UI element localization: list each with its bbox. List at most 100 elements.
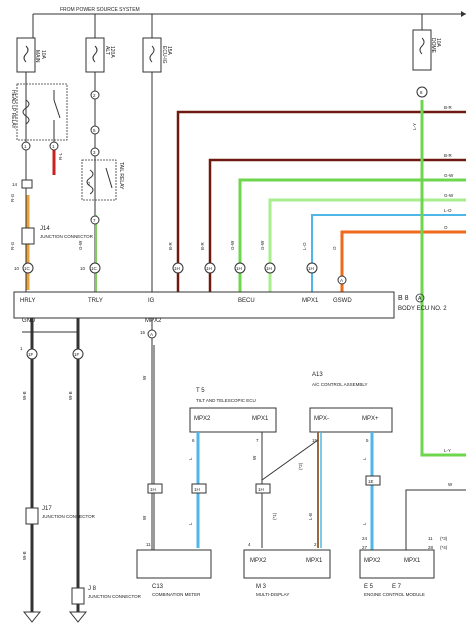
svg-text:R-L: R-L [58,152,63,160]
tail-relay-label: TAIL RELAY [118,162,124,190]
svg-text:B-R: B-R [200,242,205,251]
svg-text:MPX2: MPX2 [364,558,381,564]
svg-text:G-W: G-W [230,240,235,250]
svg-text:G-W: G-W [444,193,454,198]
svg-text:L-O: L-O [302,242,307,250]
svg-text:A: A [150,332,153,337]
svg-text:B 8: B 8 [398,295,409,302]
body-ecu-label: B 8 A BODY ECU NO. 2 [398,293,447,312]
svg-text:(*3): (*3) [440,536,448,541]
svg-text:14: 14 [12,182,18,187]
pin-gnd: GND [22,318,36,324]
body-ecu-box: HRLY TRLY IG BECU MPX1 GSWD GND MPX2 [13,291,395,324]
svg-text:A: A [418,296,422,302]
svg-text:2: 2 [314,542,317,547]
svg-text:1H: 1H [150,487,156,492]
svg-text:120A: 120A [109,46,115,58]
svg-text:3: 3 [93,150,96,155]
svg-text:10A: 10A [40,50,46,60]
module-a13: A13 A/C CONTROL ASSEMBLY MPX- MPX+ [309,372,393,433]
svg-text:L-B: L-B [308,513,313,520]
svg-text:L-Y: L-Y [444,448,451,453]
svg-text:1E: 1E [368,479,374,484]
svg-text:8: 8 [420,90,423,95]
svg-text:15: 15 [312,438,318,443]
svg-text:G-W: G-W [260,240,265,250]
junction-j14: J14 JUNCTION CONNECTOR [21,226,94,245]
svg-text:J17: J17 [42,506,52,512]
svg-text:MAIN: MAIN [34,50,40,63]
svg-text:COMBINATION METER: COMBINATION METER [152,592,201,597]
fuse-dome: 10A DOME [412,29,441,71]
svg-text:O: O [444,225,448,230]
wire-o [340,230,466,292]
svg-text:C13: C13 [152,584,164,590]
svg-text:W-B: W-B [68,391,73,400]
svg-text:T 5: T 5 [196,388,205,394]
svg-text:ENGINE CONTROL MODULE: ENGINE CONTROL MODULE [364,592,425,597]
svg-text:1H: 1H [258,487,264,492]
svg-text:G-W: G-W [444,173,454,178]
svg-text:1F: 1F [28,352,34,357]
svg-text:4: 4 [248,542,251,547]
svg-text:J14: J14 [40,226,50,232]
fuse-ecu-ig: 15A ECU-IG [142,37,172,73]
svg-text:W-B: W-B [22,391,27,400]
svg-text:7: 7 [256,438,259,443]
svg-text:MPX2: MPX2 [250,558,267,564]
svg-text:E 5: E 5 [364,584,374,590]
svg-text:G: G [86,181,91,185]
svg-text:5: 5 [93,128,96,133]
svg-text:10: 10 [80,266,86,271]
svg-text:W: W [252,455,257,460]
svg-text:BODY ECU NO. 2: BODY ECU NO. 2 [398,306,447,312]
svg-text:A13: A13 [312,372,323,378]
svg-text:10A: 10A [435,38,441,48]
svg-text:MULTI-DISPLAY: MULTI-DISPLAY [256,592,289,597]
svg-text:A: A [340,278,343,283]
pin-becu: BECU [238,298,255,304]
svg-text:ECU-IG: ECU-IG [161,46,167,64]
svg-text:15: 15 [140,330,146,335]
svg-text:W: W [142,515,147,520]
pin-gswd: GSWD [333,298,352,304]
svg-text:JUNCTION CONNECTOR: JUNCTION CONNECTOR [40,234,94,239]
pin-ig: IG [148,298,155,304]
pin-mpx2: MPX2 [145,318,162,324]
wire-labels: R-G R-G R-L G G-W B-R B-R G-W G-W L-O O … [10,123,453,560]
junction-j17: J17 JUNCTION CONNECTOR [25,506,96,525]
module-t5: T 5 TILT AND TELESCOPIC ECU MPX2 MPX1 [189,388,277,433]
svg-text:L-Y: L-Y [412,123,417,130]
svg-text:M 3: M 3 [256,584,267,590]
svg-text:E 7: E 7 [392,584,402,590]
junction-j8: J 8 JUNCTION CONNECTOR [71,586,142,605]
svg-text:MPX1: MPX1 [404,558,421,564]
svg-text:L: L [188,457,193,460]
svg-text:10: 10 [14,266,20,271]
svg-text:R-G: R-G [10,241,15,250]
svg-text:B-R: B-R [444,153,453,158]
power-source-label: FROM POWER SOURCE SYSTEM [60,7,140,13]
ground-symbol-1 [22,611,42,623]
svg-text:1: 1 [52,144,55,149]
svg-text:L: L [188,522,193,525]
svg-text:R-G: R-G [10,193,15,202]
wire-dome-l-y [420,100,466,457]
svg-text:1H: 1H [266,266,272,271]
svg-text:27: 27 [362,545,368,550]
svg-text:11: 11 [428,536,433,541]
pin-number-labels: 10 10 1 15 6 7 15 5 11 4 2 24 27 11 28 (… [14,266,448,550]
svg-text:DOME: DOME [430,38,436,54]
wire-b-r-2 [208,158,466,292]
svg-text:1H: 1H [206,266,212,271]
ground-wires [22,318,80,612]
svg-text:MPX2: MPX2 [194,416,211,422]
svg-text:1: 1 [20,346,23,351]
head-relay-label: HEAD LP RELAY [10,90,16,129]
svg-text:1H: 1H [308,266,314,271]
svg-text:W: W [448,482,453,487]
connector-tags: 1 1 14 2 5 3 7 1C 1C 1H 1H 1H 1H 1H A 1F… [12,86,428,494]
svg-text:6: 6 [192,438,195,443]
svg-text:2: 2 [93,93,96,98]
